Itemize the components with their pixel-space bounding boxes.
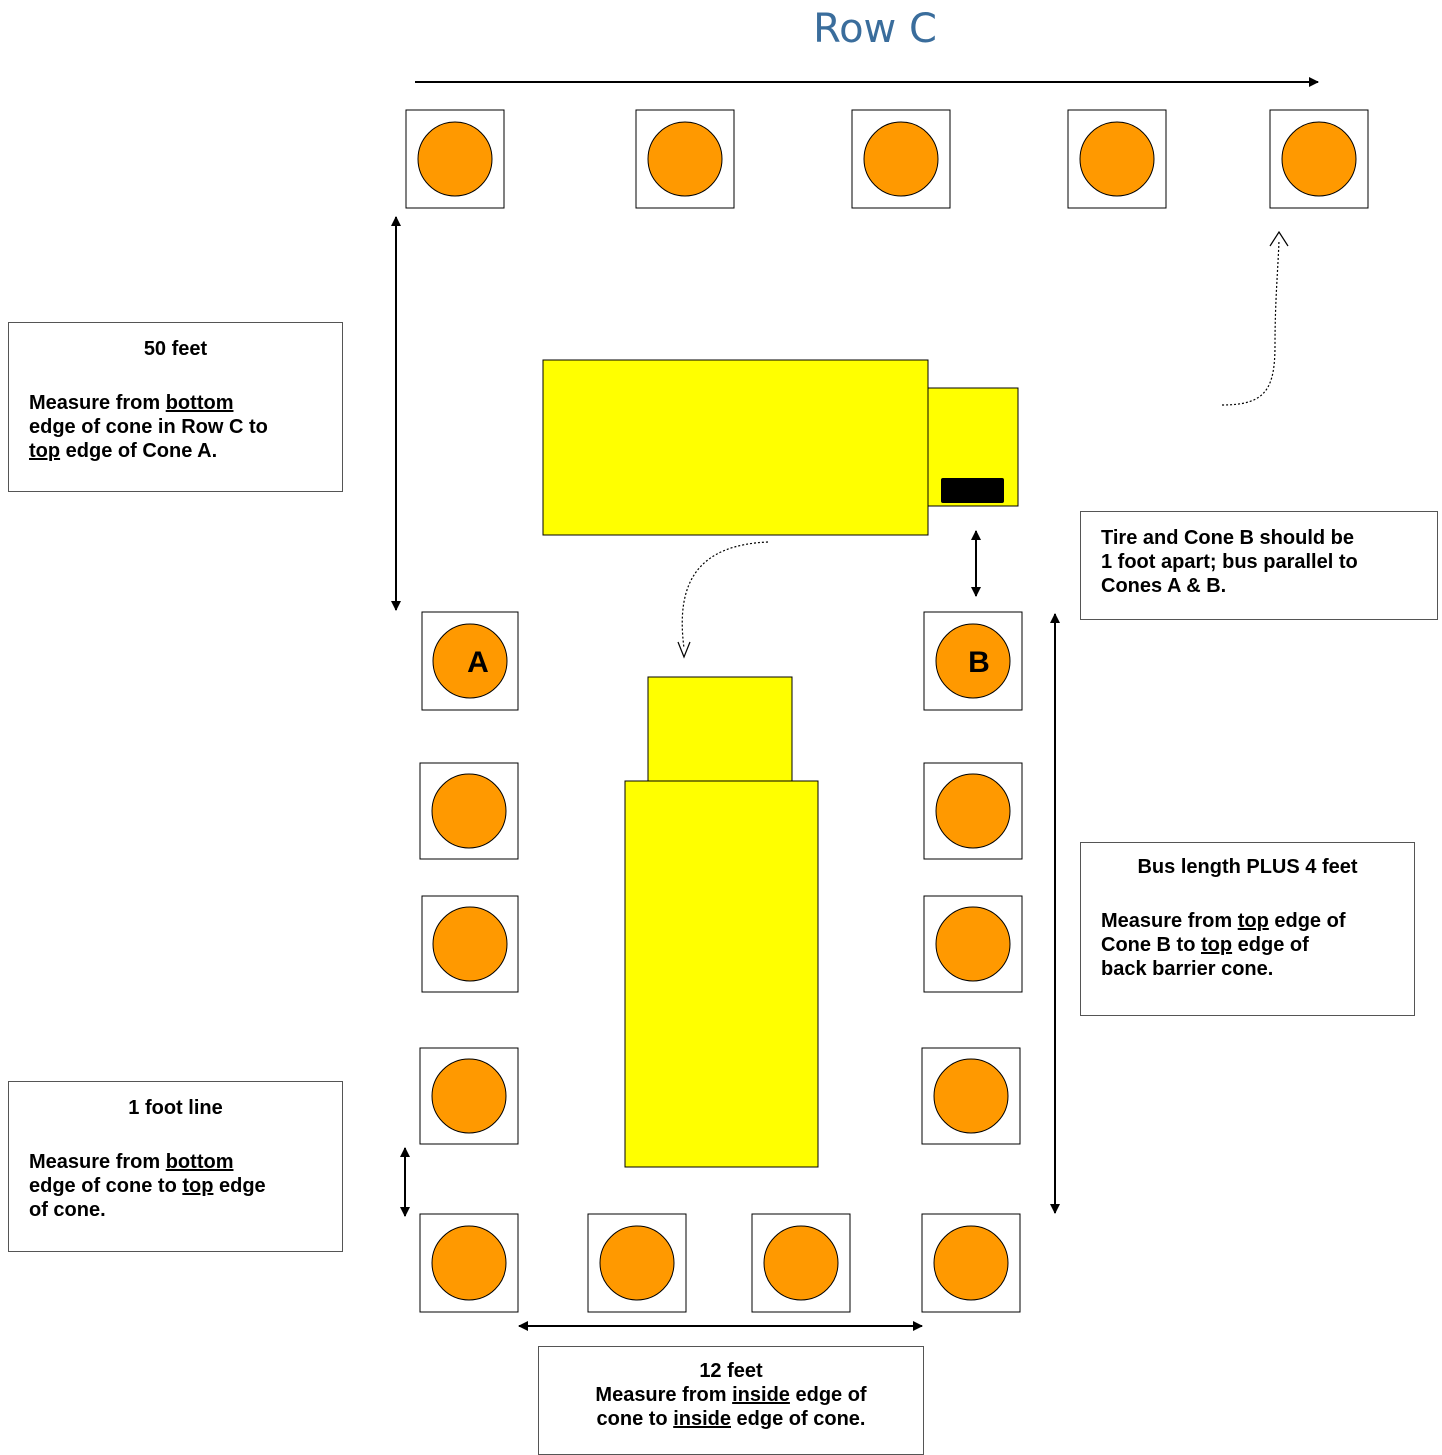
back-cone-4	[921, 1213, 1021, 1313]
left-cone-2	[419, 762, 519, 860]
dotted-exit-arrowhead	[1269, 230, 1289, 247]
cone-icon	[1281, 121, 1357, 197]
tire-cone-note: Tire and Cone B should be 1 foot apart; …	[1080, 511, 1438, 620]
dotted-exit-arrow	[1221, 239, 1280, 406]
fifty-feet-heading: 50 feet	[143, 338, 208, 360]
bus-length-note: Bus length PLUS 4 feet Measure from top …	[1080, 842, 1415, 1016]
bus-top	[542, 359, 1019, 536]
cone-icon	[933, 1225, 1009, 1301]
bus-length-heading: Bus length PLUS 4 feet	[1137, 856, 1358, 878]
cone-icon	[432, 623, 508, 699]
cone-b: B	[923, 611, 1023, 711]
right-cone-3	[923, 895, 1023, 993]
left-cone-4	[419, 1047, 519, 1145]
cone-icon	[935, 623, 1011, 699]
twelve-feet-note: 12 feet Measure from inside edge of cone…	[538, 1346, 924, 1455]
row-c-cone-3	[851, 109, 951, 209]
back-cone-3	[751, 1213, 851, 1313]
one-foot-note: 1 foot line Measure from bottom edge of …	[8, 1081, 343, 1252]
cone-letter-b: B	[968, 646, 990, 679]
row-c-cone-5	[1269, 109, 1369, 209]
cone-icon	[431, 1058, 507, 1134]
cone-icon	[431, 773, 507, 849]
cone-letter-a: A	[467, 646, 489, 679]
cone-icon	[417, 121, 493, 197]
row-c-cone-2	[635, 109, 735, 209]
cone-a: A	[421, 611, 519, 711]
cone-icon	[763, 1225, 839, 1301]
left-cone-3	[421, 895, 519, 993]
row-c-title: Row C	[813, 6, 937, 52]
bus-bottom-hood	[647, 676, 793, 783]
tire-icon	[941, 478, 1004, 503]
bus-top-body	[542, 359, 929, 536]
row-c-cone-1	[405, 109, 505, 209]
dotted-move-arrow	[681, 541, 769, 649]
back-cone-2	[587, 1213, 687, 1313]
cone-icon	[432, 906, 508, 982]
right-cone-2	[923, 762, 1023, 860]
twelve-feet-heading: 12 feet	[699, 1360, 763, 1382]
bus-bottom-body	[624, 780, 819, 1168]
cone-icon	[1079, 121, 1155, 197]
cone-icon	[863, 121, 939, 197]
cone-icon	[933, 1058, 1009, 1134]
cone-icon	[431, 1225, 507, 1301]
one-foot-heading: 1 foot line	[128, 1097, 223, 1119]
cone-icon	[935, 906, 1011, 982]
cone-icon	[647, 121, 723, 197]
back-cone-1	[419, 1213, 519, 1313]
right-cone-4	[921, 1047, 1021, 1145]
bus-bottom	[624, 676, 819, 1168]
cone-icon	[599, 1225, 675, 1301]
cone-icon	[935, 773, 1011, 849]
fifty-feet-note: 50 feet Measure from bottom edge of cone…	[8, 322, 343, 492]
row-c-cone-4	[1067, 109, 1167, 209]
dotted-move-arrowhead	[677, 641, 691, 659]
